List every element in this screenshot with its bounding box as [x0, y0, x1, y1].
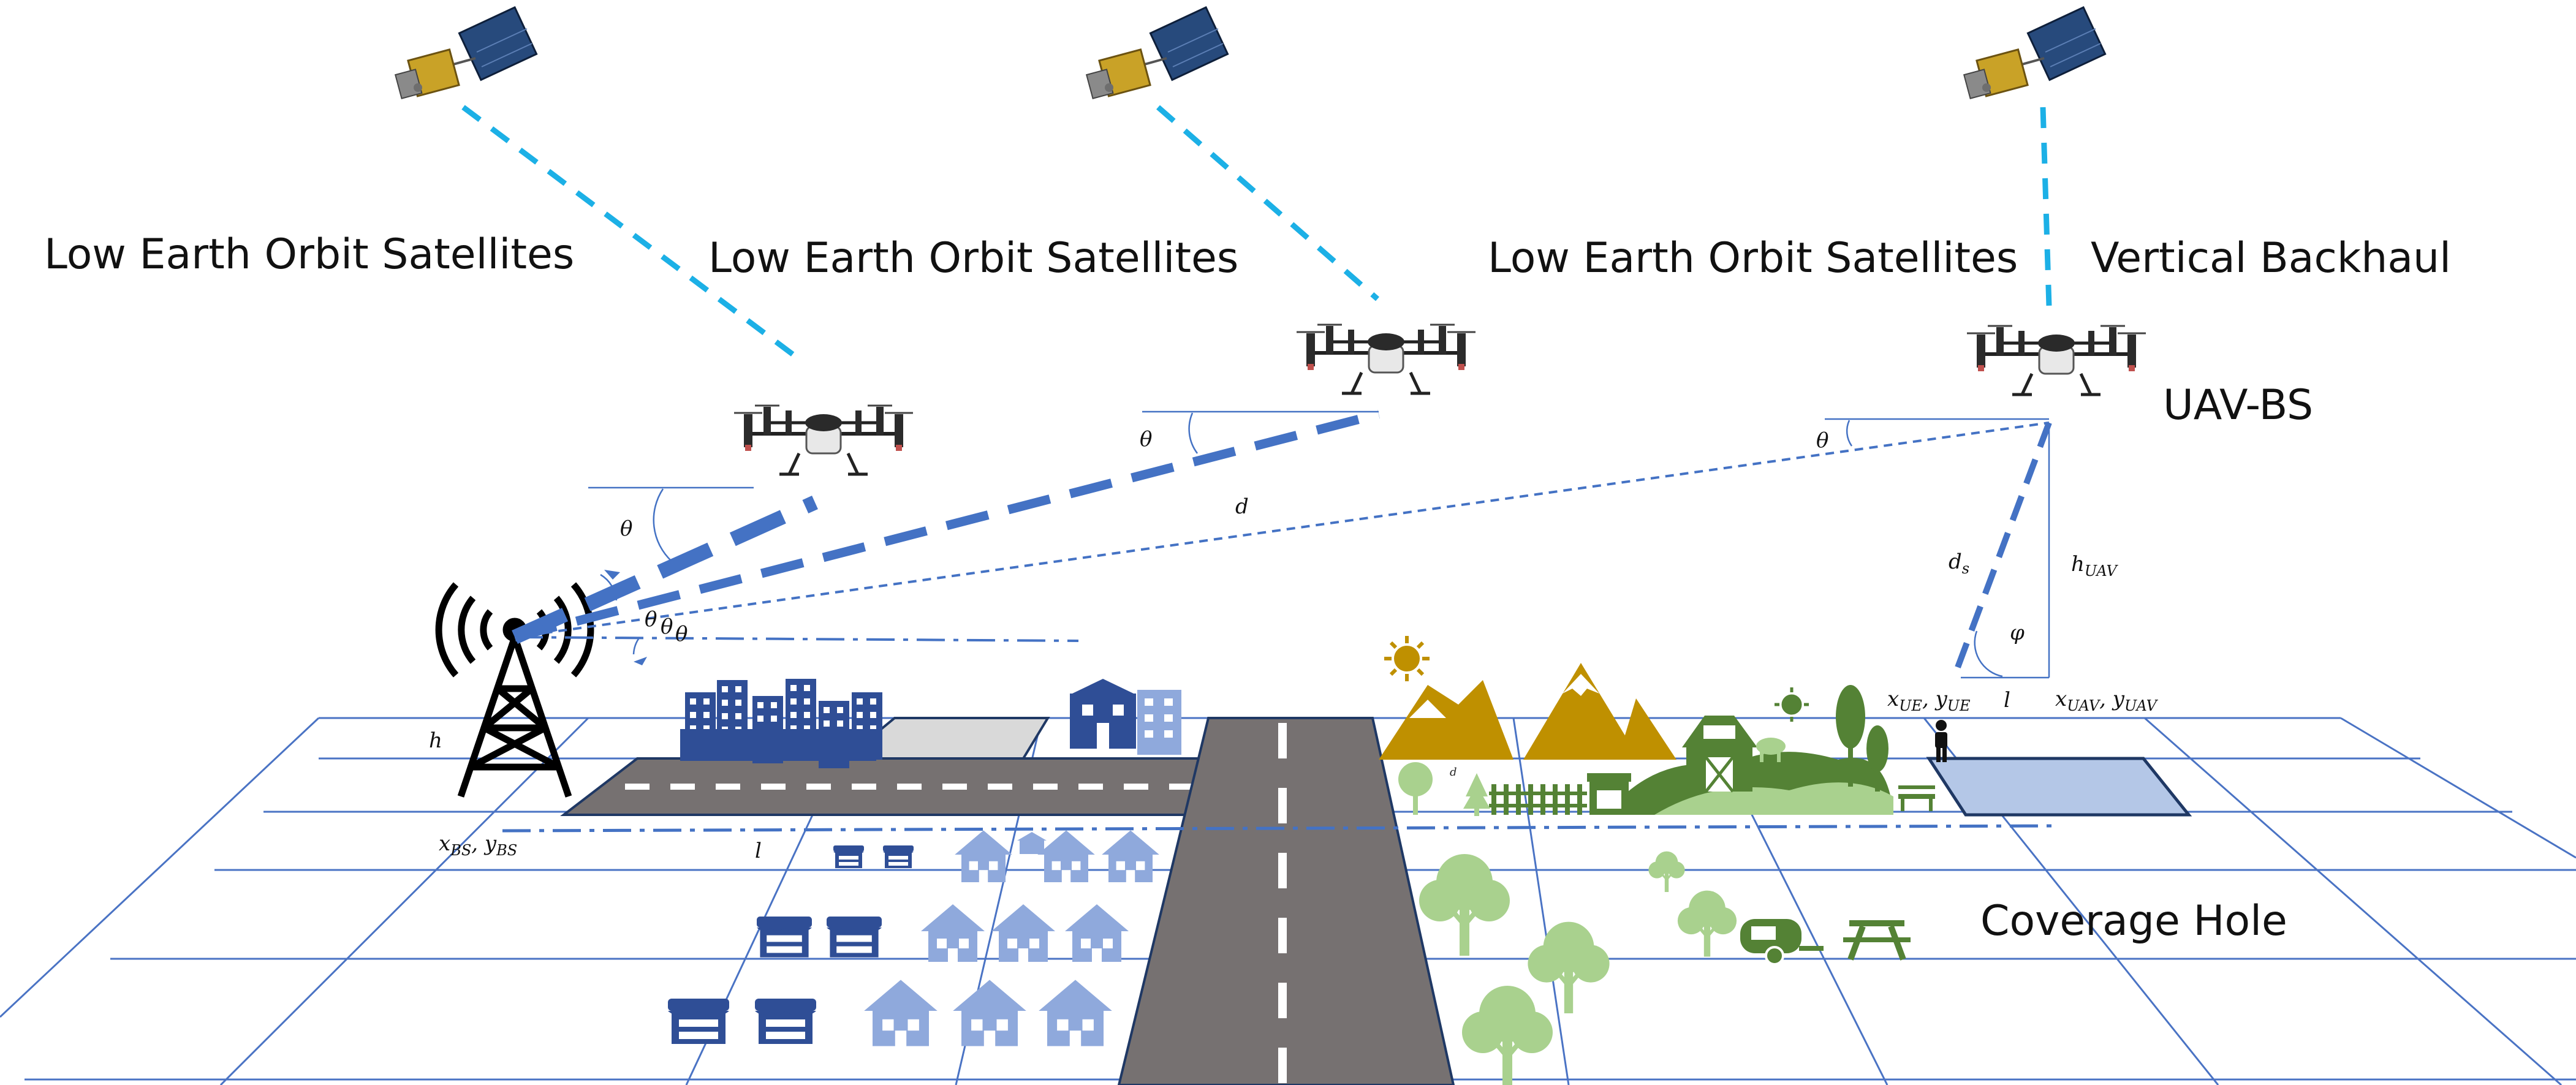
svg-text:d: d [1450, 766, 1457, 779]
city-buildings [680, 679, 1181, 768]
satellite-icon-3 [1963, 6, 2107, 100]
sun-icon [1384, 636, 1430, 681]
sun-icon-2 [1775, 687, 1809, 722]
symbol-h: h [429, 728, 442, 753]
vertical-road [1117, 717, 1455, 1085]
symbol-d: d [1235, 494, 1249, 519]
label-leo-3: Low Earth Orbit Satellites [1488, 234, 2018, 282]
symbol-uav-coords: xUAV, yUAV [2055, 687, 2157, 714]
symbol-theta-4: θ [645, 607, 657, 632]
symbol-l-1: l [755, 839, 762, 863]
symbol-phi: φ [2010, 621, 2025, 645]
drone-icon-1 [734, 406, 913, 474]
symbol-d-s: ds [1949, 550, 1970, 577]
satellite-icon-1 [394, 6, 538, 100]
angle-arrows [604, 570, 647, 665]
label-leo-2: Low Earth Orbit Satellites [708, 234, 1239, 282]
horizontal-road [560, 757, 1202, 816]
label-leo-1: Low Earth Orbit Satellites [44, 230, 575, 279]
symbol-l-2: l [2004, 688, 2010, 713]
satellite-icon-2 [1085, 6, 1229, 100]
drone-icon-2 [1297, 325, 1476, 393]
symbol-theta-5: θ [661, 614, 673, 639]
backhaul-links [461, 105, 2052, 365]
angle-geometry [588, 410, 2050, 679]
park [1419, 850, 1911, 1085]
access-links [502, 409, 2057, 833]
countryside: d [1379, 636, 1935, 816]
houses [864, 830, 1159, 1046]
cell-tower-icon [435, 582, 594, 798]
drone-icon-3 [1967, 326, 2146, 395]
symbol-theta-6: θ [675, 622, 688, 646]
symbol-theta-3: θ [1816, 428, 1829, 453]
label-vertical-backhaul: Vertical Backhaul [2091, 234, 2451, 282]
coverage-hole-area [1926, 757, 2192, 817]
label-coverage-hole: Coverage Hole [1980, 897, 2287, 945]
symbol-ue-coords: xUE, yUE [1887, 687, 1971, 714]
symbol-bs-coords: xBS, yBS [439, 831, 518, 859]
symbol-theta-1: θ [620, 516, 633, 541]
symbol-theta-2: θ [1140, 427, 1153, 452]
label-uav-bs: UAV-BS [2163, 381, 2314, 429]
symbol-h-uav: hUAV [2071, 552, 2117, 580]
user-icon [1935, 720, 1947, 762]
